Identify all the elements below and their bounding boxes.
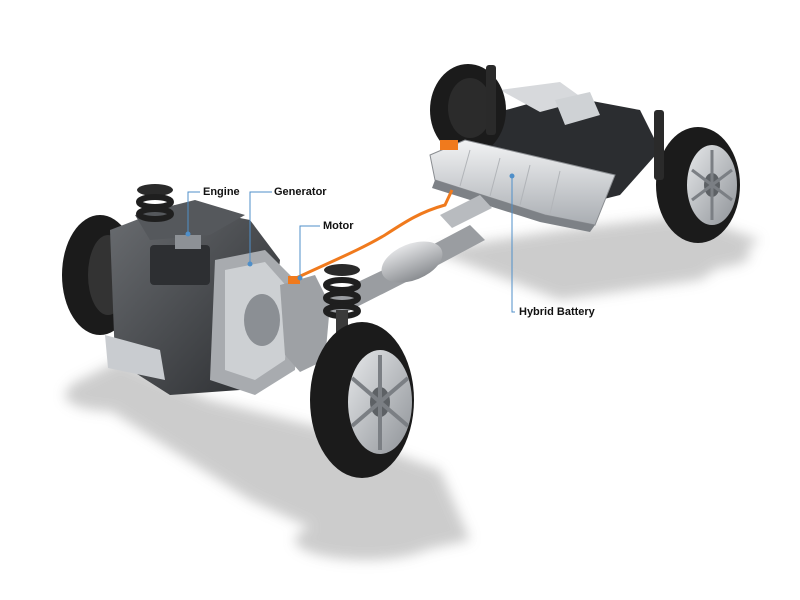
generator-leader [249, 191, 272, 262]
battery-leader [511, 178, 515, 313]
motor-label: Motor [323, 220, 354, 232]
engine-label: Engine [203, 186, 240, 198]
rear-right-wheel [656, 127, 740, 243]
high-voltage-cable [291, 189, 454, 282]
hybrid-battery-pack [429, 139, 616, 232]
motor-leader [299, 225, 320, 276]
front-right-wheel [310, 322, 414, 478]
generator-label: Generator [274, 186, 327, 198]
motor-unit [280, 275, 330, 372]
exhaust-system [320, 195, 492, 318]
callout-leader-lines [185, 173, 515, 313]
ground-shadow [65, 215, 760, 560]
motor-leader-dot [297, 275, 303, 281]
generator-leader-dot [247, 261, 253, 267]
battery-leader-dot [509, 173, 515, 179]
rear-shock-absorbers [486, 65, 664, 180]
engine-leader [187, 191, 200, 232]
hybrid-battery-label: Hybrid Battery [519, 306, 595, 318]
generator-unit [210, 250, 300, 395]
engine-leader-dot [185, 231, 191, 237]
